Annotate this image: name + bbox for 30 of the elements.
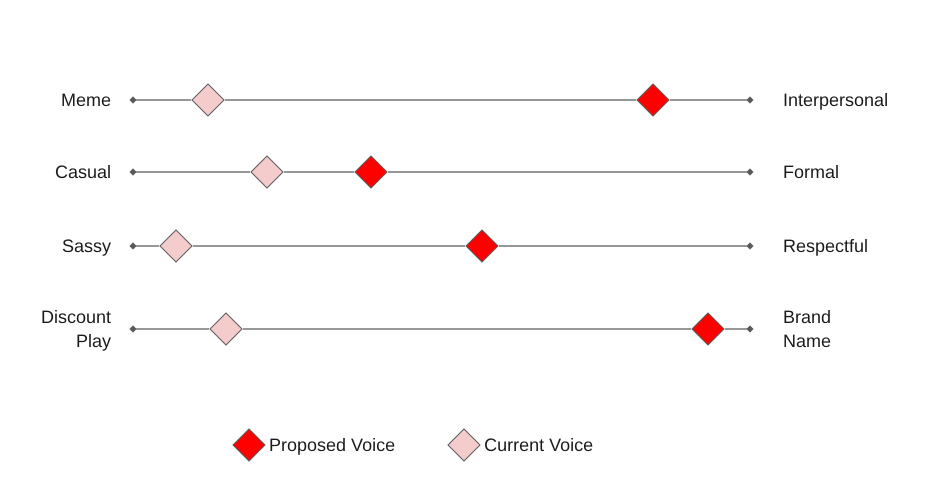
scale-line [243,328,691,330]
scale-label: Brand Name [783,306,832,353]
scale-line [193,245,465,247]
scale-line [129,168,250,176]
diamond-marker [159,229,193,263]
scale-line [388,168,754,176]
diamond-marker [465,229,499,263]
scale-line [725,325,754,333]
scale-label: Respectful [783,235,870,258]
scale-line [129,242,159,250]
scale-line [129,96,191,104]
diamond-marker [191,83,225,117]
scale-label: Sassy [60,235,111,258]
diamond-marker [250,155,284,189]
diamond-marker [636,83,670,117]
scale-line [284,171,354,173]
scale-label: Casual [54,161,111,184]
scale-label: Meme [60,89,111,112]
scale-label: Formal [783,161,840,184]
legend-label: Current Voice [484,434,594,456]
scale-label: Discount Play [40,306,111,353]
scale-line [670,96,754,104]
scale-line [129,325,209,333]
legend-label: Proposed Voice [269,434,396,457]
scale-line [225,99,636,101]
diamond-marker [691,312,725,346]
scale-line [499,242,754,250]
diamond-marker [354,155,388,189]
scale-label: Interpersonal [783,89,890,112]
diamond-marker [209,312,243,346]
